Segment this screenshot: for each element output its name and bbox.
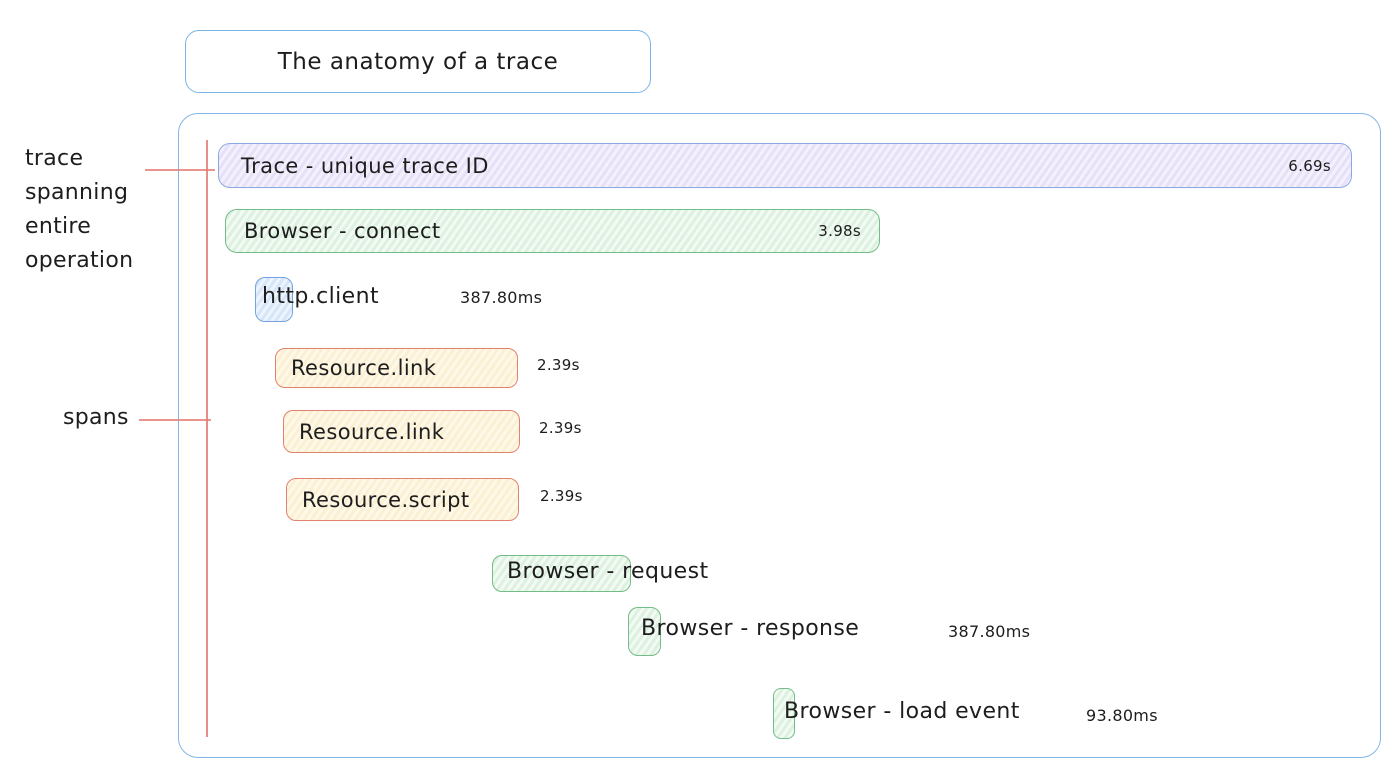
span-duration: 2.39s (540, 487, 583, 505)
trace-annotation-connector (145, 169, 215, 171)
span-duration: 3.98s (818, 222, 861, 240)
spans-bracket-line (206, 140, 208, 737)
span-resource-link-1: Resource.link (275, 348, 518, 388)
trace-bar-duration: 6.69s (1288, 156, 1331, 175)
diagram-title: The anatomy of a trace (277, 48, 559, 75)
diagram-title-box: The anatomy of a trace (185, 30, 651, 93)
trace-annotation-label: trace spanning entire operation (25, 146, 134, 273)
span-label: Resource.link (291, 356, 437, 380)
span-resource-script: Resource.script (286, 478, 519, 521)
span-label: Resource.script (302, 487, 470, 512)
span-browser-connect: Browser - connect 3.98s (225, 209, 880, 253)
span-label: http.client (262, 284, 379, 309)
span-label: Browser - response (641, 616, 860, 641)
span-browser-request (492, 555, 631, 592)
span-browser-response (628, 607, 661, 656)
span-http-client (255, 277, 293, 322)
span-duration: 93.80ms (1086, 706, 1158, 725)
spans-annotation-connector (139, 419, 211, 421)
span-duration: 387.80ms (948, 622, 1031, 641)
span-label: Browser - connect (244, 219, 441, 243)
trace-bar-label: Trace - unique trace ID (241, 153, 489, 178)
span-label: Browser - load event (784, 699, 1020, 724)
span-duration: 2.39s (539, 419, 582, 437)
span-browser-load-event (773, 688, 795, 739)
span-label: Resource.link (299, 419, 445, 444)
span-resource-link-2: Resource.link (283, 410, 520, 453)
span-duration: 387.80ms (460, 288, 543, 307)
spans-annotation-label: spans (63, 405, 129, 430)
trace-bar: Trace - unique trace ID 6.69s (218, 143, 1352, 188)
span-label: Browser - request (507, 559, 709, 584)
span-duration: 2.39s (537, 356, 580, 374)
